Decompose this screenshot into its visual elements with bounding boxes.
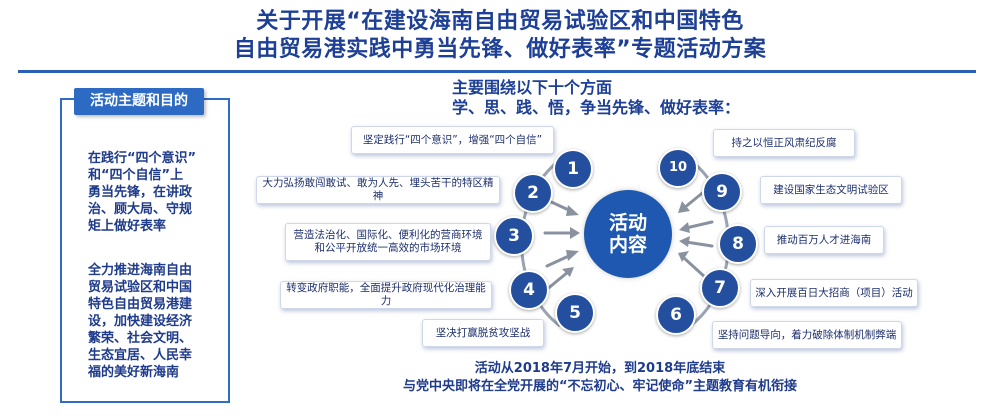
item-box-1: 坚定践行“四个意识”，增强“四个自信” — [351, 126, 554, 154]
footer-line-2: 与党中央即将在全党开展的“不忘初心、牢记使命”主题教育有机衔接 — [402, 379, 798, 394]
item-box-5: 坚决打赢脱贫攻坚战 — [422, 319, 544, 347]
number-circle-10: 10 — [658, 148, 698, 188]
number-circle-5: 5 — [555, 293, 595, 333]
title-divider — [18, 70, 976, 73]
number-circle-3: 3 — [494, 216, 534, 256]
number-circle-4: 4 — [509, 270, 549, 310]
section-heading: 主要围绕以下十个方面 学、思、践、悟，争当先锋、做好表率： — [452, 78, 741, 117]
number-circle-8: 8 — [718, 224, 758, 264]
left-panel-tag: 活动主题和目的 — [74, 88, 204, 115]
item-box-4: 转变政府职能，全面提升政府现代化治理能力 — [280, 281, 492, 309]
item-box-3: 营造法治化、国际化、便利化的营商环境和公平开放统一高效的市场环境 — [285, 223, 491, 261]
title-line-1: 关于开展“在建设海南自由贸易试验区和中国特色 — [256, 9, 744, 34]
item-box-10: 持之以恒正风肃纪反腐 — [713, 129, 855, 157]
item-box-8: 推动百万人才进海南 — [764, 226, 884, 254]
item-box-7: 深入开展百日大招商（项目）活动 — [750, 279, 918, 307]
number-circle-6: 6 — [656, 295, 696, 335]
title-line-2: 自由贸易港实践中勇当先锋、做好表率”专题活动方案 — [233, 37, 767, 62]
item-box-9: 建设国家生态文明试验区 — [760, 176, 902, 204]
left-panel — [60, 98, 230, 403]
footer-line-1: 活动从2018年7月开始，到2018年底结束 — [474, 361, 726, 376]
left-panel-text-2: 全力推进海南自由 贸易试验区和中国 特色自由贸易港建 设，加快建设经济 繁荣、社… — [88, 263, 193, 380]
item-box-6: 坚持问题导向，着力破除体制机制弊端 — [712, 321, 902, 349]
item-box-2: 大力弘扬敢闯敢试、敢为人先、埋头苦干的特区精神 — [256, 176, 500, 204]
number-circle-7: 7 — [700, 268, 740, 308]
center-circle: 活动 内容 — [584, 190, 672, 278]
number-circle-1: 1 — [553, 149, 593, 189]
left-panel-text-1: 在践行“四个意识” 和“四个自信”上 勇当先锋，在讲政 治、顾大局、守规 矩上做… — [88, 151, 197, 234]
page-title: 关于开展“在建设海南自由贸易试验区和中国特色 自由贸易港实践中勇当先锋、做好表率… — [0, 8, 1000, 64]
number-circle-2: 2 — [513, 173, 553, 213]
number-circle-9: 9 — [702, 172, 742, 212]
